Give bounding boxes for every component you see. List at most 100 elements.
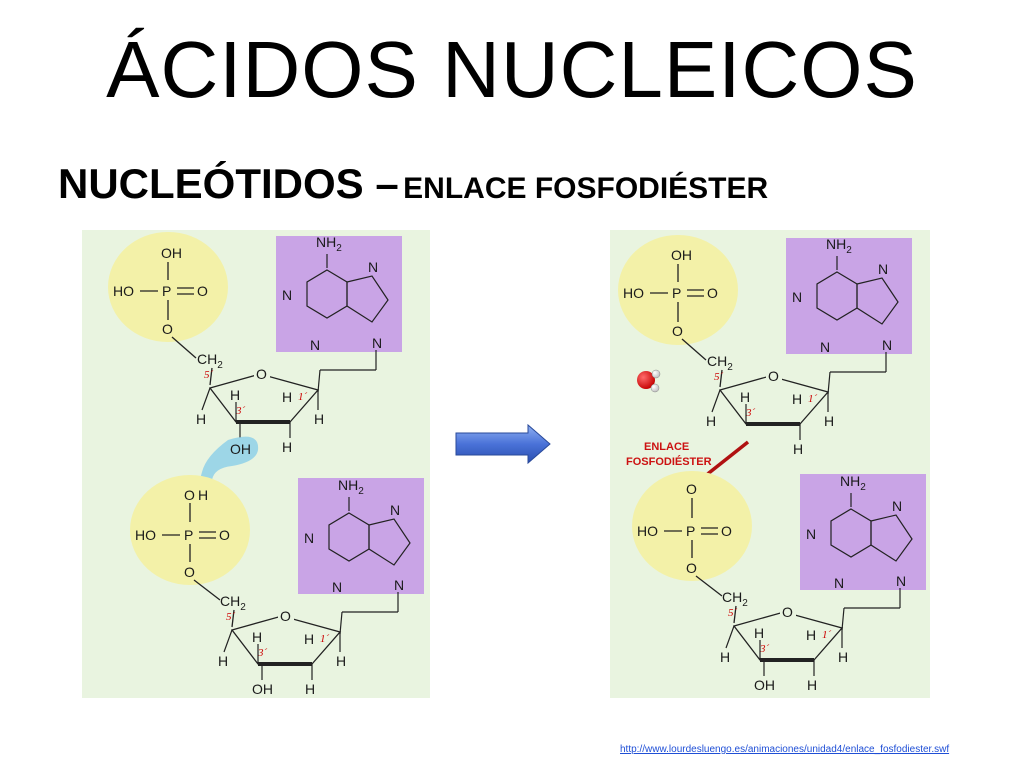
hydroxyl-3: OH [230, 441, 251, 457]
phosphate-o-double: O [219, 527, 230, 543]
sugar-h: H [806, 627, 816, 643]
sugar-h: H [838, 649, 848, 665]
phosphate-group [130, 475, 250, 585]
phosphate-oh: OH [671, 247, 692, 263]
ring-o: O [280, 608, 291, 624]
base-n: N [282, 287, 292, 303]
base-n: N [820, 339, 830, 355]
base-n: N [332, 579, 342, 595]
base-n: N [310, 337, 320, 353]
phosphate-ho: HO [623, 285, 644, 301]
sugar-h: H [720, 649, 730, 665]
sugar-ch2: CH2 [220, 593, 246, 613]
phosphate-ho: HO [637, 523, 658, 539]
carbon-5: 5´ [728, 607, 738, 619]
base-n: N [394, 577, 404, 593]
base-n: N [806, 526, 816, 542]
ring-o: O [782, 604, 793, 620]
base-n: N [896, 573, 906, 589]
phosphate-ho: HO [113, 283, 134, 299]
carbon-5: 5´ [204, 369, 214, 381]
amine-nh: NH2 [316, 234, 342, 254]
sugar-h: H [314, 411, 324, 427]
carbon-5: 5´ [226, 611, 236, 623]
sugar-h: H [282, 389, 292, 405]
sugar-h: H [754, 625, 764, 641]
phosphate-o-bottom: O [686, 560, 697, 576]
sugar-h: H [282, 439, 292, 455]
base-n: N [834, 575, 844, 591]
sugar-h: H [824, 413, 834, 429]
sugar-h: H [304, 631, 314, 647]
sugar-h: H [196, 411, 206, 427]
phosphate-oh: OH [161, 245, 182, 261]
base-n: N [368, 259, 378, 275]
bond-label-line2: FOSFODIÉSTER [626, 455, 712, 468]
sugar-ch2: CH2 [707, 353, 733, 373]
nitrogen-base [298, 478, 424, 594]
reaction-arrow [455, 423, 551, 465]
bond-label-line1: ENLACE [644, 441, 689, 453]
sugar-h: H [740, 389, 750, 405]
source-link[interactable]: http://www.lourdesluengo.es/animaciones/… [620, 744, 950, 755]
page-subtitle: NUCLEÓTIDOS – ENLACE FOSFODIÉSTER [58, 160, 768, 208]
water-molecule [637, 369, 661, 393]
amine-nh: NH2 [338, 477, 364, 497]
phosphate-group [108, 232, 228, 342]
phosphate-p: P [162, 283, 171, 299]
carbon-1: 1´ [298, 391, 308, 403]
phosphate-group [618, 235, 738, 345]
base-n: N [792, 289, 802, 305]
sugar-h: H [230, 387, 240, 403]
page-title: ÁCIDOS NUCLEICOS [106, 25, 918, 114]
sugar-h: H [252, 629, 262, 645]
right-bottom-nucleotide: O HO P O O NH2 N N N N CH2 O 5´ 1´ 3´ H … [632, 471, 926, 693]
base-n: N [304, 530, 314, 546]
hydroxyl-3: OH [754, 677, 775, 693]
left-top-nucleotide: OH HO P O O NH2 N N N N CH2 O 5´ 1´ 3´ H… [108, 232, 402, 502]
carbon-3: 3´ [235, 405, 246, 417]
nitrogen-base [276, 236, 402, 352]
ring-o: O [768, 368, 779, 384]
hydroxyl-3: OH [252, 681, 273, 697]
amine-nh: NH2 [826, 236, 852, 256]
sugar-ch2: CH2 [722, 589, 748, 609]
phosphate-o-double: O [197, 283, 208, 299]
carbon-3: 3´ [745, 407, 756, 419]
phosphate-p: P [672, 285, 681, 301]
carbon-3: 3´ [257, 647, 268, 659]
base-n: N [878, 261, 888, 277]
sugar-h: H [807, 677, 817, 693]
sugar-ch2: CH2 [197, 351, 223, 371]
phosphate-p: P [686, 523, 695, 539]
phosphate-o-double: O [707, 285, 718, 301]
base-n: N [372, 335, 382, 351]
base-n: N [882, 337, 892, 353]
phosphate-o-double: O [721, 523, 732, 539]
phosphate-o-top: O [686, 481, 697, 497]
carbon-1: 1´ [320, 633, 330, 645]
water-leaving-highlight [196, 436, 259, 502]
carbon-5: 5´ [714, 371, 724, 383]
phosphate-p: P [184, 527, 193, 543]
base-n: N [892, 498, 902, 514]
subtitle-secondary: ENLACE FOSFODIÉSTER [403, 172, 769, 205]
phosphate-ho: HO [135, 527, 156, 543]
carbon-1: 1´ [822, 629, 832, 641]
sugar-h: H [706, 413, 716, 429]
sugar-h: H [793, 441, 803, 457]
phosphate-o-bottom: O [184, 564, 195, 580]
nitrogen-base [800, 474, 926, 590]
phosphate-group [632, 471, 752, 581]
right-top-nucleotide: OH HO P O O NH2 N N N N CH2 O 5´ 1´ 3´ H… [618, 235, 912, 457]
left-bottom-nucleotide: O H HO P O O NH2 N N N N CH2 O 5´ 1´ 3´ … [130, 475, 424, 697]
phosphate-o-bottom: O [162, 321, 173, 337]
nitrogen-base [786, 238, 912, 354]
subtitle-main: NUCLEÓTIDOS – [58, 160, 399, 207]
sugar-h: H [336, 653, 346, 669]
leaving-hydrogen: H [198, 487, 208, 503]
phosphate-o-top: O [184, 487, 195, 503]
carbon-1: 1´ [808, 393, 818, 405]
phosphate-o-bottom: O [672, 323, 683, 339]
